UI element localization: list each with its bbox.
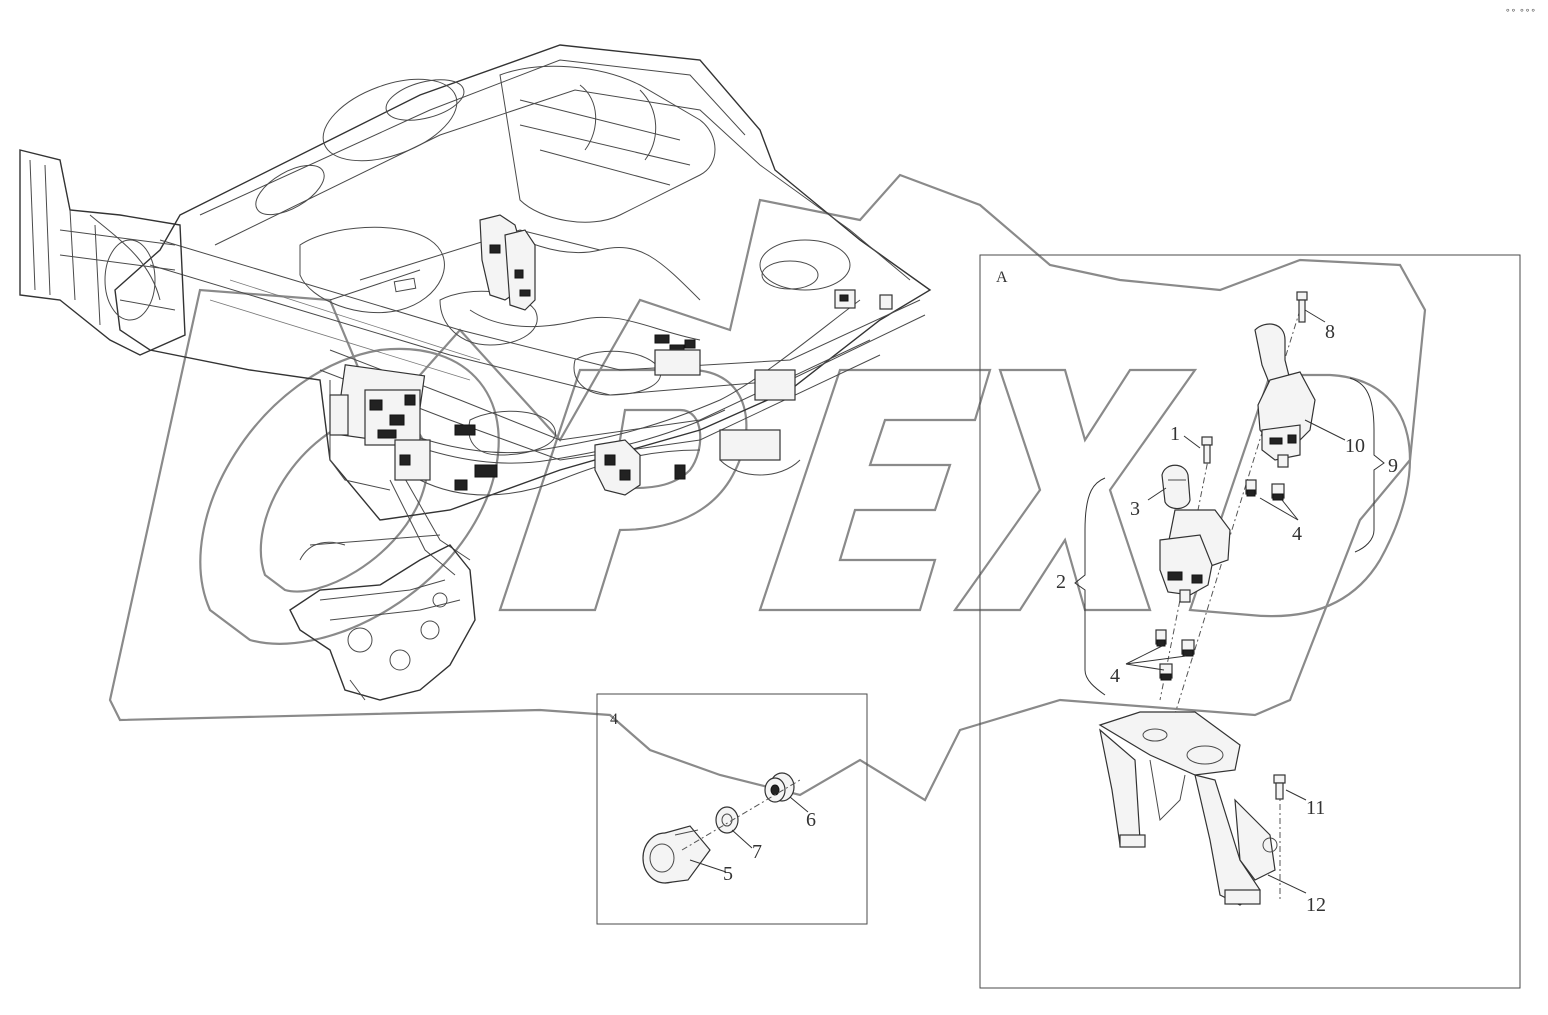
- watermark-logo: [108, 173, 1427, 802]
- callout-7: 7: [752, 841, 762, 863]
- sleeve-part-6: [764, 772, 795, 803]
- valve-assembly-lower: [594, 439, 686, 496]
- right-rail-components: [719, 289, 893, 476]
- shifter-upper-part-10: [1254, 323, 1316, 468]
- detail-box-a: A: [979, 254, 1521, 989]
- cab-floor-chassis-assembly: [19, 44, 932, 701]
- connectors-part-4-lower: [1155, 629, 1195, 681]
- knob-part-3: [1161, 464, 1191, 510]
- exploded-shifter-assembly: 8 10 9 1 3 2 4 4 11 12: [1056, 291, 1398, 916]
- connector-cluster-center: [454, 334, 701, 491]
- callout-10: 10: [1345, 435, 1365, 457]
- bolt-part-11: [1273, 774, 1286, 800]
- callout-6: 6: [806, 809, 816, 831]
- callout-5: 5: [723, 863, 733, 885]
- callout-8: 8: [1325, 321, 1335, 343]
- callout-9: 9: [1388, 455, 1398, 477]
- brace-2: [1074, 477, 1106, 696]
- callout-3: 3: [1130, 498, 1140, 520]
- fitting-nut-part-5: [642, 825, 711, 884]
- corner-mark: ∘∘ ∘∘∘: [1504, 6, 1536, 16]
- detail-box-4: 4 5 7 6: [596, 693, 868, 925]
- lower-bracket-assembly: [289, 534, 476, 701]
- detail-box-a-label: A: [996, 269, 1008, 286]
- shifter-top-installed: [479, 214, 536, 311]
- brace-9: [1349, 377, 1385, 553]
- bolt-part-1: [1201, 436, 1213, 464]
- connectors-part-4-upper: [1245, 479, 1285, 501]
- callout-11: 11: [1306, 797, 1325, 819]
- callout-2: 2: [1056, 571, 1066, 593]
- washer-part-7: [715, 806, 739, 834]
- mounting-bracket-part-12: [1098, 711, 1278, 906]
- bolt-part-8: [1296, 291, 1308, 323]
- callout-4-lower: 4: [1110, 665, 1120, 687]
- callout-1: 1: [1170, 423, 1180, 445]
- callout-4-upper: 4: [1292, 523, 1302, 545]
- callout-12: 12: [1306, 894, 1326, 916]
- shifter-lower-part-2: [1159, 509, 1231, 603]
- control-module-cluster: [329, 364, 431, 481]
- detail-box-4-label: 4: [610, 711, 618, 728]
